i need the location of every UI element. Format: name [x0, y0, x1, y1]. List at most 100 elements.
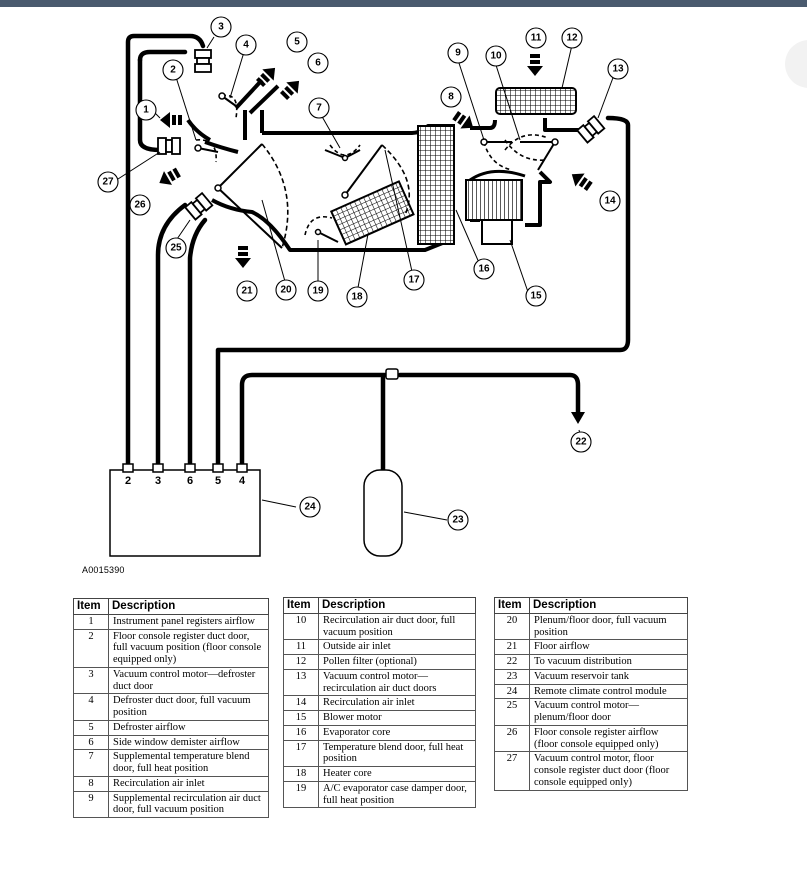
blower-wheel	[465, 179, 523, 221]
legend-item: 10	[283, 612, 319, 641]
legend-description: Instrument panel registers airflow	[108, 613, 269, 630]
vacuum-distribution-arrow	[571, 412, 585, 424]
doors	[195, 94, 556, 249]
legend-description: Outside air inlet	[318, 639, 476, 656]
legend-description: Floor airflow	[529, 639, 688, 656]
module-ports	[122, 463, 248, 473]
legend-item: 7	[73, 749, 109, 777]
legend-item: 16	[283, 724, 319, 741]
callout-26	[129, 194, 151, 216]
legend-item: 19	[283, 780, 319, 809]
module-port-label: 3	[155, 475, 161, 487]
legend-description: To vacuum distribution	[529, 654, 688, 670]
legend-description: A/C evaporator case damper door, full he…	[318, 780, 476, 809]
legend-description: Vacuum control motor, floor console regi…	[529, 751, 688, 791]
window-top-bar	[0, 0, 807, 7]
callout-16	[473, 258, 495, 280]
callouts	[97, 16, 629, 531]
legend-description: Heater core	[318, 766, 476, 782]
callout-label: 18	[351, 292, 363, 303]
callout-label: 5	[294, 37, 300, 48]
vacuum-reservoir-tank	[363, 469, 403, 557]
legend-item: 9	[73, 790, 109, 819]
callout-1	[135, 99, 157, 121]
callout-8	[440, 86, 462, 108]
callout-4	[235, 34, 257, 56]
vacuum-schematic: 2 3 6 5 4	[97, 16, 631, 557]
legend-description: Supplemental temperature blend door, ful…	[108, 749, 269, 777]
callout-label: 23	[452, 515, 464, 526]
vacuum-check-valve	[385, 368, 399, 380]
legend-item: 2	[73, 628, 109, 668]
legend-description: Floor console register airflow (floor co…	[529, 724, 688, 753]
legend-description: Plenum/floor door, full vacuum position	[529, 612, 688, 641]
legend-item: 18	[283, 766, 319, 782]
callout-27	[97, 171, 119, 193]
module-port-label: 2	[125, 475, 131, 487]
legend-item: 12	[283, 654, 319, 670]
legend-header-description: Description	[529, 597, 688, 614]
legend-item: 13	[283, 668, 319, 697]
legend-item: 1	[73, 613, 109, 630]
callout-label: 4	[243, 40, 249, 51]
callout-label: 15	[530, 291, 542, 302]
callout-label: 26	[134, 200, 146, 211]
legend-header-description: Description	[318, 597, 476, 614]
legend-description: Supplemental recirculation air duct door…	[108, 790, 269, 819]
legend-item: 21	[494, 639, 530, 656]
callout-13	[607, 58, 629, 80]
legend-description: Recirculation air inlet	[108, 775, 269, 792]
callout-20	[275, 279, 297, 301]
callout-5	[286, 31, 308, 53]
legend-description: Defroster duct door, full vacuum positio…	[108, 693, 269, 721]
legend-item: 11	[283, 639, 319, 656]
callout-label: 24	[304, 502, 316, 513]
callout-22	[570, 431, 592, 453]
legend-description: Vacuum control motor—plenum/floor door	[529, 698, 688, 726]
blower-motor	[481, 219, 513, 245]
module-port-label: 5	[215, 475, 221, 487]
callout-label: 7	[316, 103, 322, 114]
callout-label: 22	[575, 437, 587, 448]
callout-15	[525, 285, 547, 307]
legend-description: Side window demister airflow	[108, 734, 269, 751]
heater-core	[329, 180, 415, 246]
legend-item: 14	[283, 695, 319, 712]
callout-label: 11	[531, 33, 542, 44]
legend-item: 3	[73, 666, 109, 695]
callout-label: 3	[218, 22, 224, 33]
legend-item: 24	[494, 683, 530, 700]
callout-21	[236, 280, 258, 302]
callout-12	[561, 27, 583, 49]
legend-item: 4	[73, 693, 109, 721]
legend-header-item: Item	[283, 597, 319, 614]
legend-item: 25	[494, 698, 530, 726]
callout-6	[307, 52, 329, 74]
callout-17	[403, 269, 425, 291]
legend-item: 6	[73, 734, 109, 751]
figure-id: A0015390	[82, 565, 125, 575]
callout-10	[485, 45, 507, 67]
pollen-filter	[495, 87, 577, 115]
legend-item: 15	[283, 710, 319, 726]
evaporator-core	[417, 125, 455, 245]
